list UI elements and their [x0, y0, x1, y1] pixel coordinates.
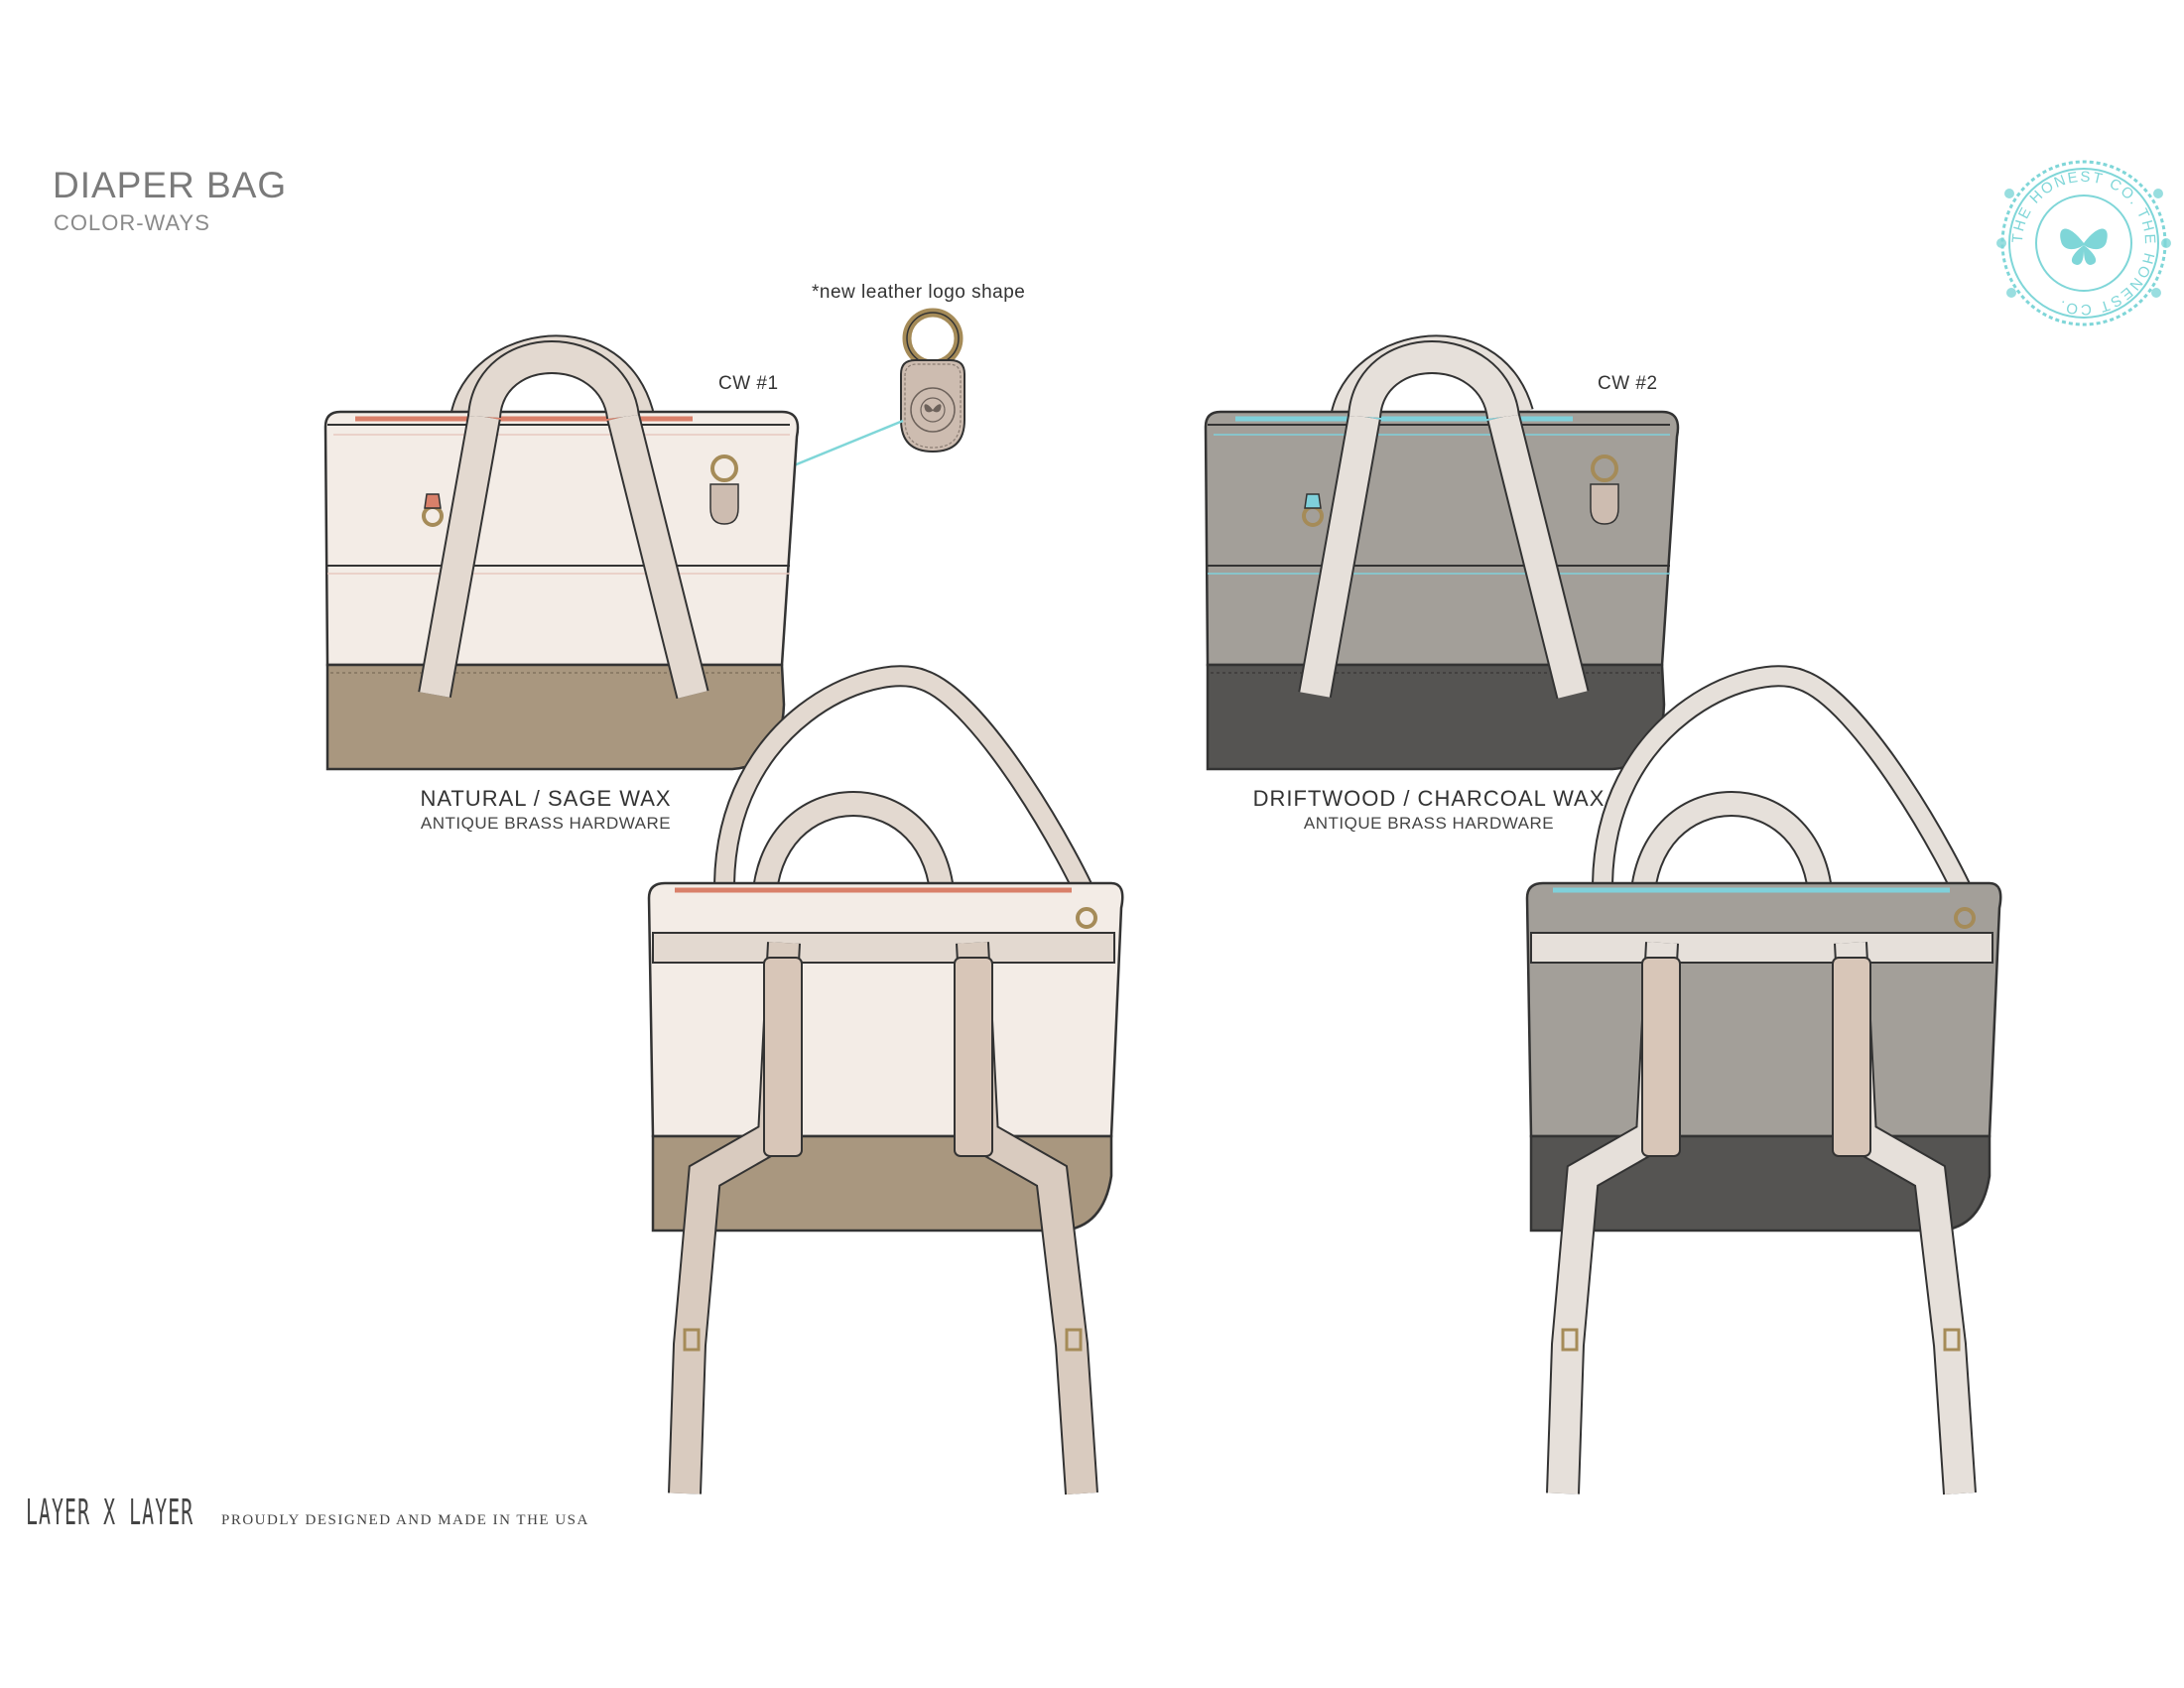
page-subtitle: COLOR-WAYS	[54, 210, 210, 235]
footer-tagline: PROUDLY DESIGNED AND MADE IN THE USA	[221, 1512, 589, 1528]
logo-callout-note: *new leather logo shape	[812, 282, 1026, 303]
leather-logo-tab	[900, 308, 965, 454]
footer-brand-logo: LAYER X LAYER	[26, 1493, 194, 1533]
cw1-back-backpack	[647, 665, 1124, 1495]
cw1-tag: CW #1	[718, 373, 779, 394]
honest-co-stamp: THE HONEST CO. THE HONEST CO.	[1996, 160, 2171, 326]
cw1-hardware: ANTIQUE BRASS HARDWARE	[420, 814, 672, 833]
cw2-name: DRIFTWOOD / CHARCOAL WAX	[1252, 786, 1606, 811]
cw2-hardware: ANTIQUE BRASS HARDWARE	[1303, 814, 1555, 833]
butterfly-icon	[2060, 228, 2108, 265]
cw2-tag: CW #2	[1598, 373, 1658, 394]
cw2-back-backpack	[1525, 665, 2002, 1495]
cw1-name: NATURAL / SAGE WAX	[420, 786, 672, 811]
page-title: DIAPER BAG	[53, 165, 288, 205]
cw1-front-tote	[323, 334, 800, 771]
cw2-front-tote	[1204, 334, 1680, 771]
